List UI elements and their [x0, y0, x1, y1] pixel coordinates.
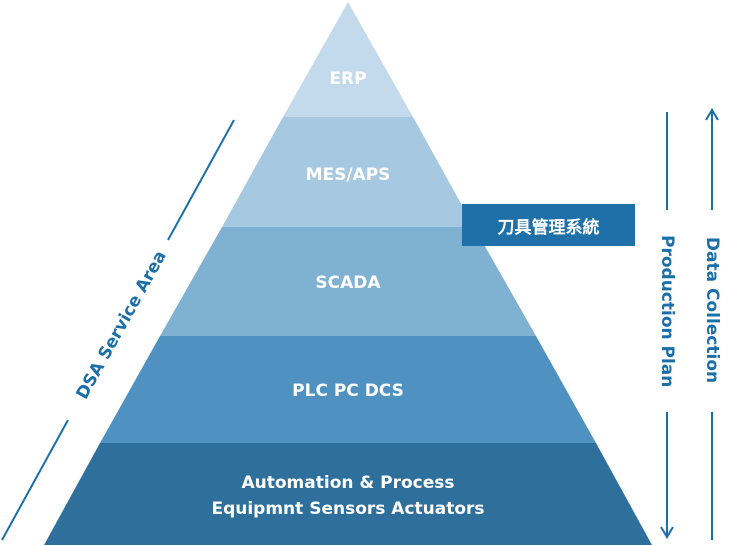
production-plan-arrowhead — [660, 526, 674, 539]
layer-erp-shape — [283, 2, 413, 117]
layer-plc-shape — [100, 336, 596, 443]
layer-plc-label: PLC PC DCS — [292, 381, 404, 401]
layer-mes-shape — [222, 117, 474, 227]
layer-scada-shape — [160, 227, 536, 336]
data-collection-arrowhead — [705, 108, 719, 121]
layer-mes-label: MES/APS — [305, 165, 391, 185]
layer-erp-label: ERP — [329, 69, 367, 89]
service-area-line-upper — [167, 119, 235, 241]
data-collection-label: Data Collection — [702, 236, 722, 384]
layer-automation-label-line1: Automation & Process — [241, 473, 455, 493]
tool-management-badge: 刀具管理系統 — [462, 204, 635, 246]
service-area-line-lower — [1, 419, 69, 541]
layer-scada-label: SCADA — [315, 273, 381, 293]
layer-automation-label-line2: Equipmnt Sensors Actuators — [211, 499, 485, 519]
production-plan-label: Production Plan — [657, 235, 677, 388]
layer-automation-shape — [44, 443, 652, 545]
